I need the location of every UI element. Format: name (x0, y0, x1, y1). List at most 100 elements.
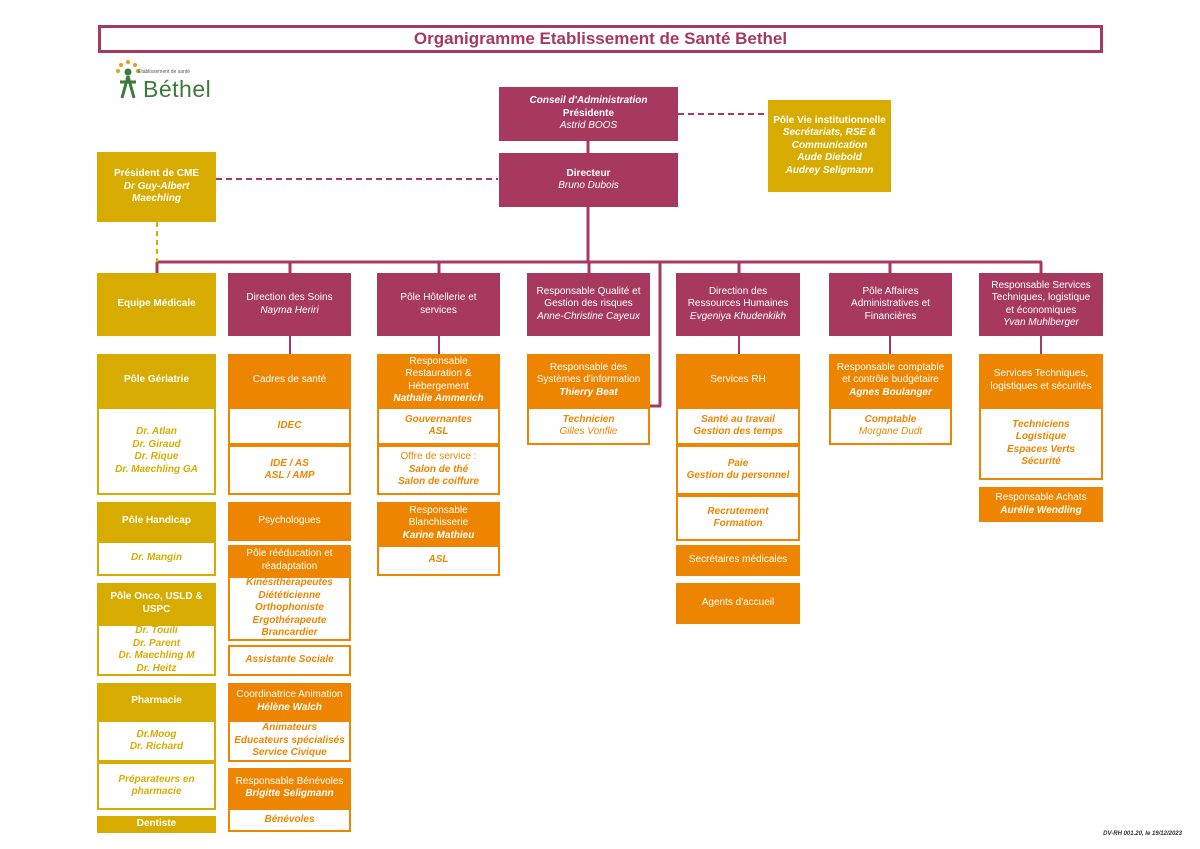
conseil-line2: Présidente (562, 107, 615, 119)
sante-line2: Gestion des temps (693, 426, 783, 437)
agents-accueil-box: Agents d'accueil (676, 583, 800, 624)
hotellerie-line2: services (420, 304, 457, 316)
geriatrie-doctor: Dr. Rique (134, 451, 179, 462)
directeur-title: Directeur (566, 167, 611, 179)
conseil-box: Conseil d'Administration Présidente Astr… (499, 87, 678, 141)
restauration-line3: Hébergement (408, 380, 469, 392)
techniciens-item: Espaces Verts (1006, 443, 1075, 455)
pole-handicap-box: Pôle Handicap (97, 502, 216, 541)
idec-title: IDEC (277, 419, 302, 431)
offre-line1: Offre de service : (400, 451, 477, 463)
ide-line2: ASL / AMP (264, 470, 315, 481)
techniciens-item: Logistique (1015, 431, 1067, 442)
cme-box: Président de CME Dr Guy-Albert Maechling (97, 152, 216, 222)
achats-name: Aurélie Wendling (1000, 504, 1082, 516)
cadres-sante-title: Cadres de santé (252, 374, 327, 386)
chart-title-box: Organigramme Etablissement de Santé Beth… (98, 25, 1103, 53)
onco-doctors-box: Dr. Touili Dr. Parent Dr. Maechling M Dr… (97, 624, 216, 676)
bethel-person-icon (116, 60, 140, 99)
preparateurs-line1: Préparateurs en (118, 773, 195, 785)
preparateurs-line2: pharmacie (131, 786, 182, 797)
affaires-line1: Pôle Affaires (862, 285, 919, 297)
reeducation-staff: Orthophoniste (255, 602, 324, 614)
ide-box: IDE / AS ASL / AMP (228, 445, 351, 495)
reeducation-staff: Diététicienne (258, 589, 321, 601)
serv-line2: logistiques et sécurités (990, 380, 1092, 392)
vie-name1: Aude Diebold (797, 152, 862, 164)
animation-staff: Animateurs (261, 722, 317, 734)
restauration-line1: Responsable (409, 355, 468, 367)
geriatrie-doctor: Dr. Giraud (132, 438, 181, 450)
pole-onco-title1: Pôle Onco, USLD & (110, 591, 203, 602)
qualite-name: Anne-Christine Cayeux (537, 310, 640, 322)
direction-rh-box: Direction des Ressources Humaines Evgeni… (676, 273, 800, 336)
handicap-doctor: Dr. Mangin (130, 552, 183, 564)
technicien-title: Technicien (562, 413, 615, 425)
direction-soins-name: Nayma Heriri (260, 304, 319, 316)
rh-line2: Ressources Humaines (687, 298, 789, 310)
logo-name: Béthel (143, 76, 212, 102)
affaires-line3: Financières (864, 310, 917, 322)
secretaires-title: Secrétaires médicales (688, 554, 788, 566)
reeducation-staff: Brancardier (261, 627, 318, 639)
blanchisserie-name: Karine Mathieu (402, 529, 475, 541)
qualite-box: Responsable Qualité et Gestion des risqu… (527, 273, 650, 336)
agents-accueil-title: Agents d'accueil (701, 597, 775, 609)
techniciens-box: Techniciens Logistique Espaces Verts Séc… (979, 407, 1103, 480)
gouvernantes-line1: Gouvernantes (404, 413, 473, 425)
restauration-name: Nathalie Ammerich (393, 393, 484, 404)
pole-geriatrie-box: Pôle Gériatrie (97, 354, 216, 407)
pole-handicap-title: Pôle Handicap (122, 515, 191, 527)
resp-services-techniques-box: Responsable Services Techniques, logisti… (979, 273, 1103, 336)
recrutement-line2: Formation (713, 518, 763, 529)
equipe-medicale-box: Equipe Médicale (97, 273, 216, 336)
qualite-line2: Gestion des risques (544, 298, 633, 310)
dentiste-title: Dentiste (136, 818, 177, 830)
affaires-line2: Administratives et (851, 298, 930, 310)
sante-travail-box: Santé au travail Gestion des temps (676, 407, 800, 445)
blanchisserie-line1: Responsable (409, 504, 468, 516)
reeducation-title1: Pôle rééducation et (246, 548, 333, 559)
sante-line1: Santé au travail (701, 413, 775, 425)
logo-tagline: Établissement de santé (138, 69, 190, 75)
direction-soins-box: Direction des Soins Nayma Heriri (228, 273, 351, 336)
animation-staff: Educateurs spécialisés (234, 734, 345, 746)
asl-title: ASL (428, 554, 449, 566)
benevoles-resp-title: Responsable Bénévoles (235, 775, 344, 787)
offre-line3: Salon de coiffure (398, 476, 479, 488)
compta-name: Agnes Boulanger (849, 386, 932, 398)
equipe-medicale-title: Equipe Médicale (117, 298, 196, 310)
conseil-name: Astrid BOOS (559, 120, 618, 132)
compta-line2: et contrôle budgétaire (842, 374, 939, 386)
offre-line2: Salon de thé (408, 463, 469, 475)
reeducation-staff: Ergothérapeute (252, 614, 327, 626)
pole-hotellerie-box: Pôle Hôtellerie et services (377, 273, 500, 336)
si-line2: Systèmes d'information (536, 374, 641, 386)
technicien-box: Technicien Gilles Vonflie (527, 407, 650, 445)
tech-line2: Techniques, logistique (991, 292, 1091, 303)
restauration-box: Responsable Restauration & Hébergement N… (377, 354, 500, 407)
pharmacie-doctors-box: Dr.Moog Dr. Richard (97, 720, 216, 762)
si-line1: Responsable des (549, 361, 628, 373)
conseil-line1: Conseil d'Administration (529, 95, 648, 107)
cadres-sante-box: Cadres de santé (228, 354, 351, 407)
directeur-name: Bruno Dubois (558, 180, 619, 191)
animation-staff: Service Civique (252, 747, 327, 759)
blanchisserie-line2: Blanchisserie (408, 517, 469, 529)
reeducation-staff-box: Kinésithérapeutes Diététicienne Orthopho… (228, 576, 351, 641)
tech-name: Yvan Muhlberger (1003, 317, 1079, 328)
psychologues-title: Psychologues (258, 515, 321, 527)
reeducation-title2: réadaptation (261, 560, 318, 572)
resp-comptable-box: Responsable comptable et contrôle budgét… (829, 354, 952, 407)
secretaires-box: Secrétaires médicales (676, 545, 800, 576)
rh-name: Evgeniya Khudenkikh (689, 310, 787, 322)
handicap-doctors-box: Dr. Mangin (97, 541, 216, 576)
onco-doctor: Dr. Touili (135, 625, 178, 636)
assistante-sociale-title: Assistante Sociale (245, 654, 334, 666)
geriatrie-doctor: Dr. Atlan (136, 426, 177, 437)
resp-achats-box: Responsable Achats Aurélie Wendling (979, 487, 1103, 522)
pharmacie-box: Pharmacie (97, 683, 216, 720)
pole-geriatrie-title: Pôle Gériatrie (123, 374, 190, 386)
animation-staff-box: Animateurs Educateurs spécialisés Servic… (228, 720, 351, 762)
